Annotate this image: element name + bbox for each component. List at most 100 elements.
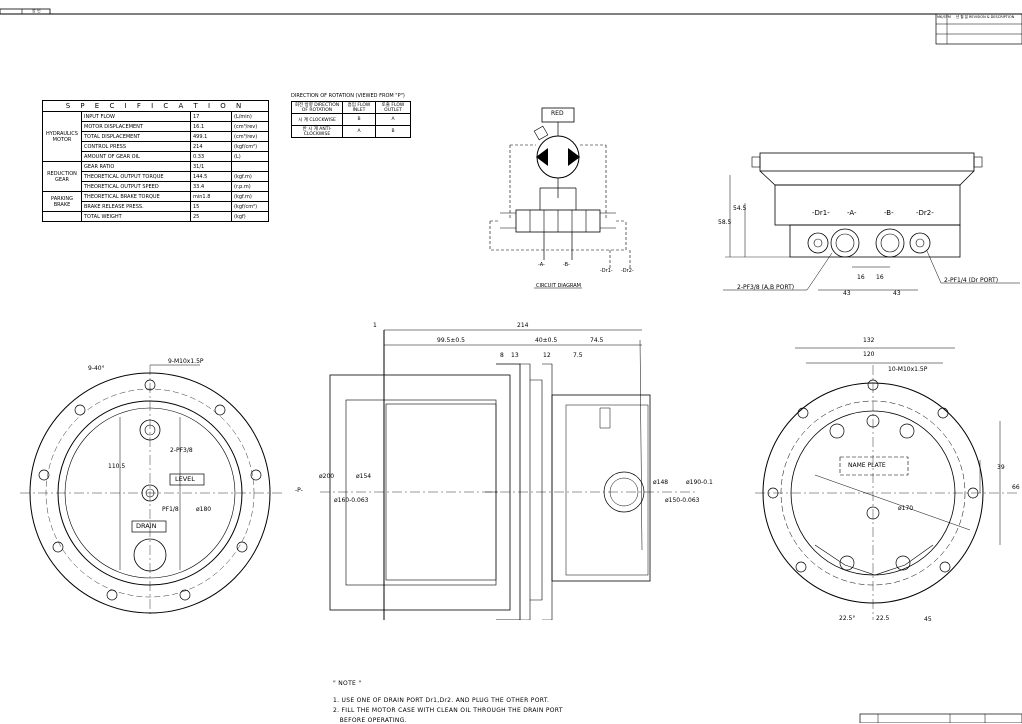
rotation-title: DIRECTION OF ROTATION (VIEWED FROM "P") bbox=[291, 93, 405, 99]
dim-132: 132 bbox=[863, 337, 875, 344]
circuit-port-a: -A- bbox=[538, 262, 545, 268]
revision-description: 년 월 일 REVISION & DESCRIPTION bbox=[956, 15, 1015, 19]
port-2-pf3-8: 2-PF3/8 bbox=[170, 447, 193, 454]
rotation-cell: A bbox=[375, 113, 411, 126]
dia-154: ø154 bbox=[356, 473, 372, 480]
spec-value: 31/1 bbox=[190, 161, 232, 172]
dia-190: ø190-0.1 bbox=[686, 479, 713, 486]
spec-value: 15 bbox=[190, 201, 232, 212]
spec-item: AMOUNT OF GEAR OIL bbox=[81, 151, 191, 162]
spec-value: min1.8 bbox=[190, 191, 232, 202]
dim-66: 66 bbox=[1012, 484, 1020, 491]
dim-120: 120 bbox=[863, 351, 875, 358]
spec-value: 144.5 bbox=[190, 171, 232, 182]
approval-label: 승 인 bbox=[32, 8, 41, 13]
side-section-view bbox=[320, 329, 698, 620]
circuit-diagram bbox=[489, 107, 631, 289]
spec-unit: (kgf.m) bbox=[231, 191, 269, 202]
rotation-cell: 시 계 CLOCKWISE bbox=[291, 113, 343, 126]
spec-unit: (L) bbox=[231, 151, 269, 162]
port-label-b: -B- bbox=[884, 209, 894, 217]
dim-214: 214 bbox=[517, 322, 529, 329]
angle-22-5-b: 22.5 bbox=[876, 615, 890, 622]
rotation-cell: B bbox=[342, 113, 376, 126]
note-item: BEFORE OPERATING. bbox=[333, 717, 407, 724]
spec-value: 25 bbox=[190, 211, 232, 222]
port-label-a: -A- bbox=[847, 209, 857, 217]
spec-item: CONTROL PRESS bbox=[81, 141, 191, 152]
port-view bbox=[723, 152, 1020, 291]
note-item: 1. USE ONE OF DRAIN PORT Dr1,Dr2. AND PL… bbox=[333, 697, 550, 704]
dim-7-5: 7.5 bbox=[573, 352, 583, 359]
angle-9-40: 9-40° bbox=[88, 365, 105, 372]
dim-58-5: 58.5 bbox=[718, 219, 732, 226]
dim-43-b: 43 bbox=[893, 290, 901, 297]
spec-unit: (kgf/cm²) bbox=[231, 201, 269, 212]
dia-200: ø200 bbox=[319, 473, 335, 480]
spec-unit: (kgf.m) bbox=[231, 171, 269, 182]
spec-item: THEORETICAL OUTPUT SPEED bbox=[81, 181, 191, 192]
spec-unit: (cm³/rev) bbox=[231, 121, 269, 132]
dim-39: 39 bbox=[997, 464, 1005, 471]
port-pf1-8: PF1/8 bbox=[162, 506, 179, 513]
notes-title: " NOTE " bbox=[333, 680, 362, 687]
spec-item: THEORETICAL OUTPUT TORQUE bbox=[81, 171, 191, 182]
spec-group bbox=[42, 211, 82, 222]
rotation-header: 흡입 FLOW INLET bbox=[342, 101, 376, 114]
spec-item: INPUT FLOW bbox=[81, 111, 191, 122]
dim-8: 8 bbox=[500, 352, 504, 359]
dia-150: ø150-0.063 bbox=[665, 497, 700, 504]
spec-value: 17 bbox=[190, 111, 232, 122]
angle-22-5-a: 22.5° bbox=[839, 615, 856, 622]
angle-45: 45 bbox=[924, 616, 932, 623]
rotation-header: 토출 FLOW OUTLET bbox=[375, 101, 411, 114]
spec-item: TOTAL WEIGHT bbox=[81, 211, 191, 222]
dim-110-5: 110.5 bbox=[108, 463, 126, 470]
port-label-dr1: -Dr1- bbox=[812, 209, 830, 217]
dim-43-a: 43 bbox=[843, 290, 851, 297]
spec-title: S P E C I F I C A T I O N bbox=[42, 100, 269, 112]
spec-unit: (r.p.m) bbox=[231, 181, 269, 192]
dim-16-b: 16 bbox=[876, 274, 884, 281]
spec-value: 16.1 bbox=[190, 121, 232, 132]
dim-40: 40±0.5 bbox=[535, 337, 558, 344]
dim-54-5: 54.5 bbox=[733, 205, 747, 212]
spec-group: PARKING BRAKE bbox=[42, 191, 82, 212]
dim-74-5: 74.5 bbox=[590, 337, 604, 344]
circuit-port-b: -B- bbox=[563, 262, 570, 268]
dia-148: ø148 bbox=[653, 479, 669, 486]
spec-item: MOTOR DISPLACEMENT bbox=[81, 121, 191, 132]
specification-table: S P E C I F I C A T I O N HYDRAULICS MOT… bbox=[42, 100, 269, 222]
spec-unit: (L/min) bbox=[231, 111, 269, 122]
callout-ab-port: 2-PF3/8 (A,B PORT) bbox=[737, 284, 795, 291]
spec-item: TOTAL DISPLACEMENT bbox=[81, 131, 191, 142]
rotation-table: 회전 방향 DIRECTION OF ROTATION 흡입 FLOW INLE… bbox=[291, 101, 411, 138]
spec-item: BRAKE RELEASE PRESS. bbox=[81, 201, 191, 212]
dia-160: ø160-0.063 bbox=[334, 497, 369, 504]
spec-group: REDUCTION GEAR bbox=[42, 161, 82, 192]
callout-dr-port: 2-PF1/4 (Dr PORT) bbox=[944, 277, 999, 284]
dim-99-5: 99.5±0.5 bbox=[437, 337, 465, 344]
spec-item: THEORETICAL BRAKE TORQUE bbox=[81, 191, 191, 202]
spec-value: 499.1 bbox=[190, 131, 232, 142]
spec-value: 0.33 bbox=[190, 151, 232, 162]
bolt-spec-right: 10-M10x1.5P bbox=[888, 366, 928, 373]
spec-unit bbox=[231, 161, 269, 172]
spec-unit: (kgf) bbox=[231, 211, 269, 222]
level-label: LEVEL bbox=[175, 475, 195, 483]
spec-unit: (cm³/rev) bbox=[231, 131, 269, 142]
right-end-view bbox=[755, 347, 1017, 620]
name-plate-label: NAME PLATE bbox=[848, 462, 886, 469]
circuit-port-dr1: -Dr1- bbox=[600, 268, 613, 274]
dia-170: ø170 bbox=[898, 505, 914, 512]
circuit-red-label: RED bbox=[551, 110, 564, 117]
spec-value: 33.4 bbox=[190, 181, 232, 192]
dim-13: 13 bbox=[511, 352, 519, 359]
bolt-spec-left: 9-M10x1.5P bbox=[168, 358, 204, 365]
